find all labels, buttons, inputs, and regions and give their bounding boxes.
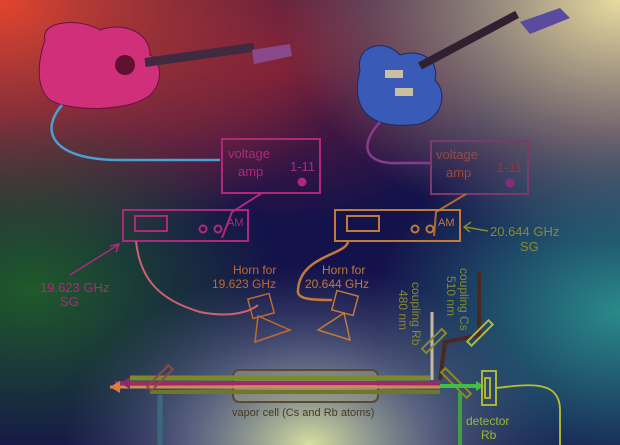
electric-guitar-icon (356, 8, 570, 126)
amp-left-knob (297, 177, 307, 187)
horn-right-line2: 20.644 GHz (305, 277, 369, 291)
sg-left-am-label: AM (227, 217, 244, 229)
amp-right-line1: voltage (436, 147, 478, 162)
sg-right-am-label: AM (438, 217, 455, 229)
detector-line1: detector (466, 414, 509, 428)
detector-rb (481, 370, 561, 445)
guitar-cable-left (50, 104, 220, 162)
amp-left-line2: amp (238, 164, 263, 179)
acoustic-guitar-icon (38, 22, 292, 109)
voltage-amp-left: voltage amp 1-11 (221, 138, 321, 194)
voltage-amp-right: voltage amp 1-11 (430, 140, 529, 195)
mirror-icon (420, 327, 448, 355)
sg-right-freq: 20.644 GHz (490, 224, 559, 239)
sg-left-freq: 19.623 GHz (40, 280, 109, 295)
arrow-icon (120, 377, 130, 389)
horn-antenna-right (316, 289, 360, 342)
coupling-rb-label: coupling Rb 480 nm (396, 282, 423, 346)
signal-generator-right (334, 209, 461, 242)
svg-text:480 nm: 480 nm (396, 290, 410, 330)
arrow-icon (110, 381, 120, 393)
mirror-icon (145, 363, 175, 393)
sg-left-unit: SG (60, 294, 79, 309)
vapor-cell-label: vapor cell (Cs and Rb atoms) (232, 407, 374, 419)
arrow-icon (69, 242, 121, 276)
amp-right-knob (505, 178, 515, 188)
horn-antenna-left (246, 292, 293, 344)
amp-right-range: 1-11 (497, 160, 522, 175)
mirror-icon (465, 318, 495, 348)
arrow-icon (462, 221, 489, 233)
svg-text:coupling Cs: coupling Cs (457, 268, 471, 331)
horn-left-line2: 19.623 GHz (212, 277, 276, 291)
svg-text:510 nm: 510 nm (444, 276, 458, 316)
amp-left-range: 1-11 (290, 159, 315, 174)
laser-beams (110, 375, 484, 445)
signal-generator-left (122, 209, 249, 242)
guitar-cable-right (366, 121, 430, 165)
detector-line2: Rb (481, 428, 497, 442)
sg-right-unit: SG (520, 239, 539, 254)
amp-left-line1: voltage (228, 146, 270, 161)
horn-left-line1: Horn for (233, 263, 276, 277)
coupling-cs-label: coupling Cs 510 nm (444, 268, 471, 331)
amp-right-line2: amp (446, 165, 471, 180)
svg-text:coupling Rb: coupling Rb (409, 282, 423, 346)
horn-right-line1: Horn for (322, 263, 365, 277)
